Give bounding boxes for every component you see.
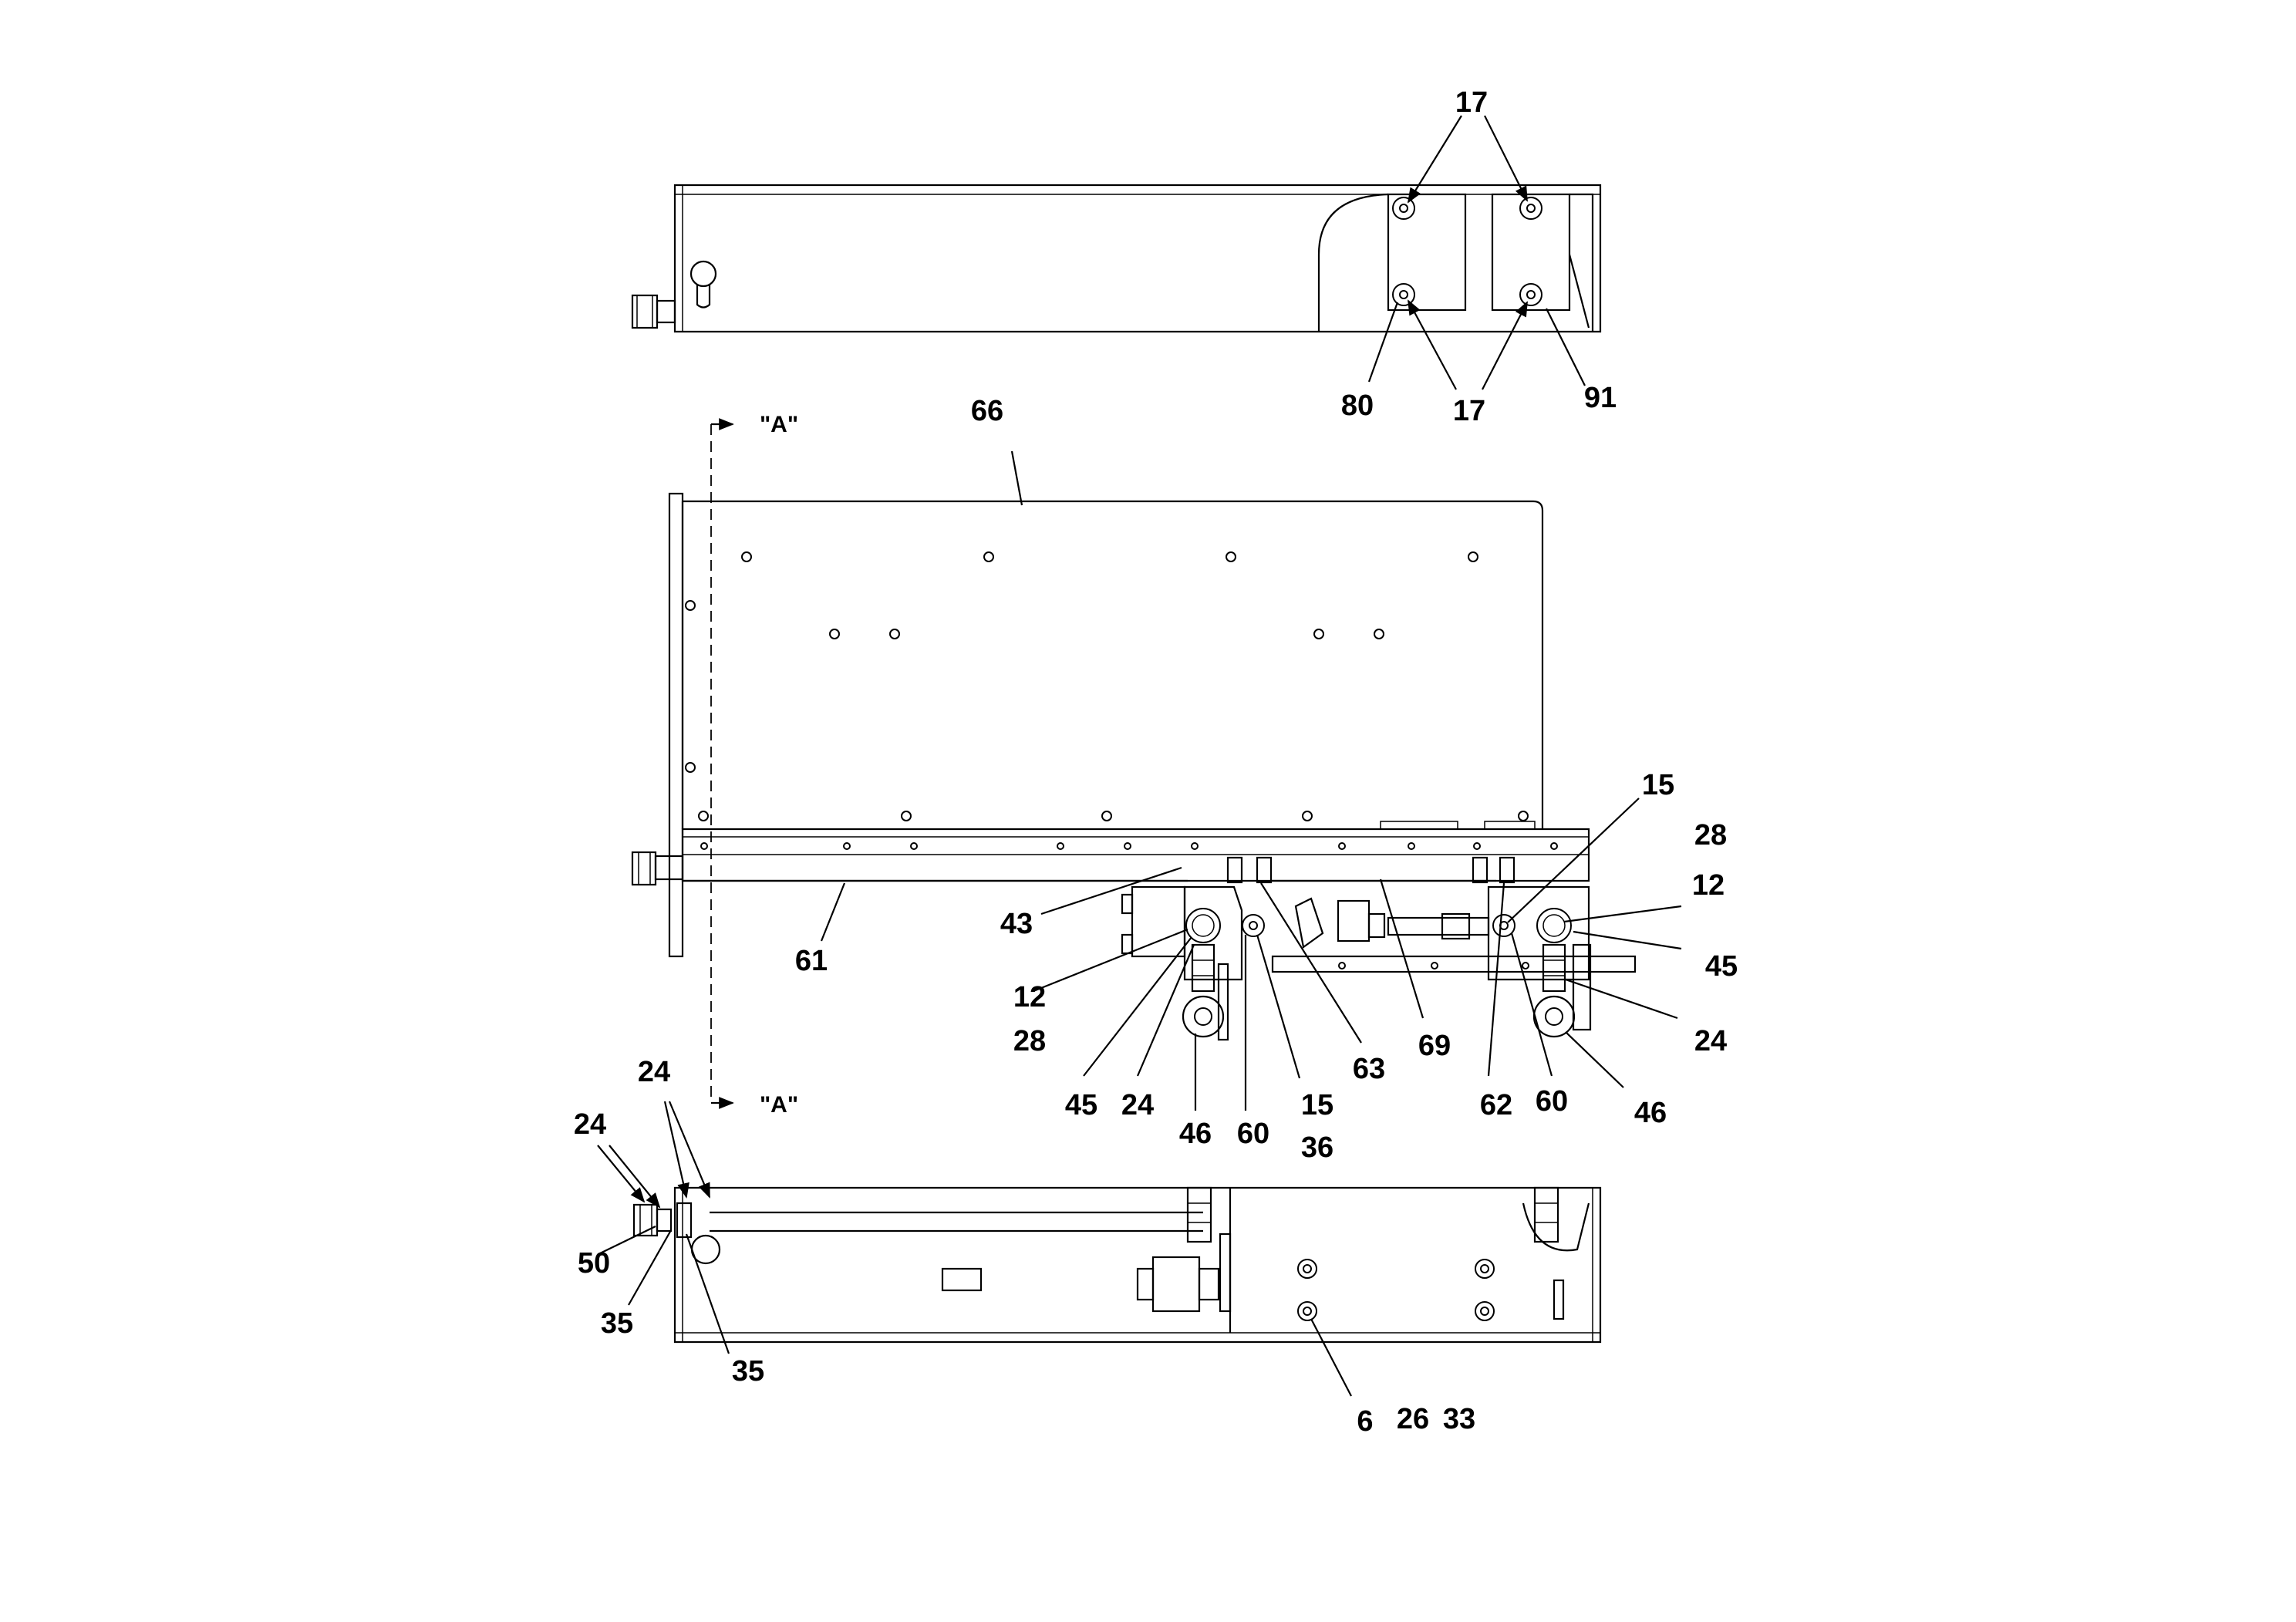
callout-label: 36 — [1301, 1131, 1333, 1164]
middle-view — [631, 418, 1682, 1111]
callout-label: 91 — [1584, 382, 1617, 414]
callout-label: 43 — [1000, 908, 1033, 940]
callout-label: 24 — [1121, 1089, 1154, 1121]
callout-label: 45 — [1065, 1089, 1097, 1121]
callout-label: 45 — [1705, 950, 1738, 983]
callout-label: 46 — [1179, 1118, 1212, 1150]
callout-label: 17 — [1455, 86, 1488, 119]
section-marker: "A" — [760, 412, 798, 437]
top-view — [631, 115, 1602, 390]
callout-label: 33 — [1443, 1403, 1475, 1435]
bottom-holes — [1297, 1259, 1495, 1321]
callout-label: 63 — [1353, 1053, 1385, 1085]
callout-label: 24 — [1694, 1025, 1727, 1057]
mounting-plate — [683, 500, 1544, 829]
callout-label: 6 — [1357, 1405, 1373, 1438]
top-view-housing — [673, 184, 1602, 333]
plate-holes — [685, 551, 1529, 821]
callout-label: 69 — [1418, 1030, 1451, 1062]
callout-label: 28 — [1013, 1025, 1046, 1057]
callout-label: 35 — [601, 1307, 633, 1340]
rail-holes — [700, 842, 1558, 850]
callout-label: 62 — [1480, 1089, 1512, 1121]
callout-label: 17 — [1453, 395, 1485, 427]
callout-label: 50 — [578, 1247, 610, 1280]
callout-label: 12 — [1692, 869, 1725, 902]
bolt-17 — [1392, 197, 1542, 306]
callout-label: 35 — [732, 1355, 764, 1388]
callout-label: 80 — [1341, 389, 1374, 422]
callout-label: 60 — [1536, 1085, 1568, 1118]
callout-label: 28 — [1694, 819, 1727, 851]
callout-label: 15 — [1642, 769, 1674, 801]
callout-label: 46 — [1634, 1097, 1667, 1129]
bottom-view-housing — [673, 1186, 1602, 1344]
callout-label: 60 — [1237, 1118, 1269, 1150]
callout-label: 26 — [1397, 1403, 1429, 1435]
callout-label: 15 — [1301, 1089, 1333, 1121]
callout-label: 12 — [1013, 981, 1046, 1013]
callout-labels: 17 17 80 91 "A" "A" 66 15 28 12 45 24 46… — [574, 86, 1738, 1438]
callout-label: 24 — [638, 1056, 670, 1088]
callout-label: 24 — [574, 1108, 606, 1141]
bottom-view — [597, 1101, 1602, 1397]
callout-label: 66 — [971, 395, 1003, 427]
callout-label: 61 — [795, 945, 828, 977]
section-marker: "A" — [760, 1092, 798, 1118]
